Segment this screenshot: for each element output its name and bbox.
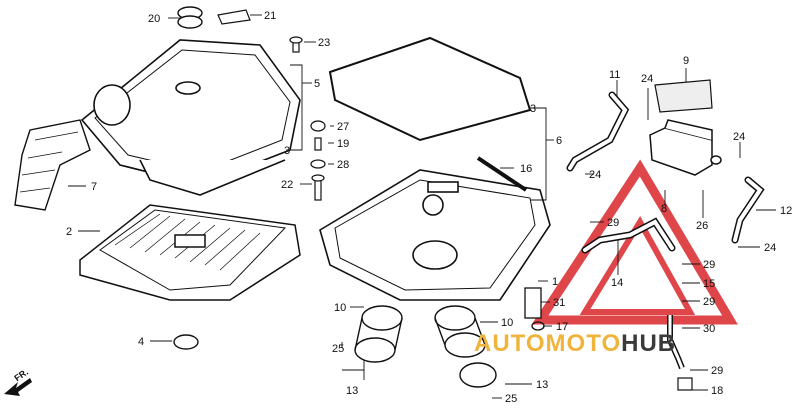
label-14: 14 [611,277,623,289]
hose-11-inner [568,93,628,170]
label-29-d: 29 [711,365,723,377]
watermark-text-part1: AUTOMOTO [474,330,622,357]
air-cleaner-cover [80,39,301,196]
separator-chamber [649,119,722,176]
tube-31 [524,287,542,319]
label-30: 30 [703,323,715,335]
drain-plug-18 [677,377,693,391]
label-24-c: 24 [589,169,601,181]
label-29-b: 29 [703,259,715,271]
label-5: 5 [314,78,320,90]
label-12: 12 [780,205,792,217]
air-filter-element [79,204,301,301]
label-15: 15 [703,278,715,290]
label-24-a: 24 [641,73,653,85]
label-27: 27 [337,121,349,133]
label-13-right: 13 [536,379,548,391]
cover-gasket [328,36,532,142]
leader-lines [68,14,776,399]
label-6: 6 [556,135,562,147]
label-26: 26 [696,220,708,232]
label-13-left: 13 [346,385,358,397]
label-3-lower: 3 [284,145,290,157]
label-29-a: 29 [607,217,619,229]
label-1: 1 [552,276,558,288]
hose-30-inner [668,315,684,369]
air-cleaner-case [319,169,551,301]
grommet-4 [173,334,199,350]
label-16: 16 [520,163,532,175]
part-labels: 20 21 23 5 3 3 6 27 19 28 22 7 2 4 16 11… [66,10,792,405]
label-28: 28 [337,159,349,171]
label-2: 2 [66,226,72,238]
label-3-upper: 3 [530,103,536,115]
watermark-text-part2: HUB [621,330,677,357]
hose-12-inner [733,178,763,242]
front-arrow-icon [4,378,32,396]
label-18: 18 [711,385,723,397]
label-22: 22 [281,179,293,191]
label-11: 11 [609,69,620,81]
label-9: 9 [683,55,689,67]
watermark-logo [531,159,738,325]
label-8: 8 [661,203,667,215]
label-25-right: 25 [505,393,517,405]
hose-14-inner [583,219,674,252]
label-21: 21 [264,10,276,22]
filter-9 [654,79,713,113]
label-23: 23 [318,37,330,49]
connecting-tube-right [434,305,497,388]
intake-duct [14,119,91,211]
label-10-left: 10 [334,302,346,314]
label-20: 20 [148,13,160,25]
grommet-20 [177,6,203,29]
label-24-b: 24 [733,131,745,143]
label-29-c: 29 [703,296,715,308]
connecting-tube-left [354,305,403,363]
label-24-d: 24 [764,242,776,254]
label-19: 19 [337,138,349,150]
label-10-right: 10 [501,317,513,329]
rod-16 [476,156,528,192]
pad-21 [217,9,251,25]
label-25-left: 25 [332,343,344,355]
label-17: 17 [556,321,568,333]
small-fasteners [289,36,326,201]
label-31: 31 [553,297,565,309]
label-7: 7 [91,181,97,193]
label-4: 4 [138,336,144,348]
watermark-brand: AUTOMOTOHUB [474,330,676,358]
